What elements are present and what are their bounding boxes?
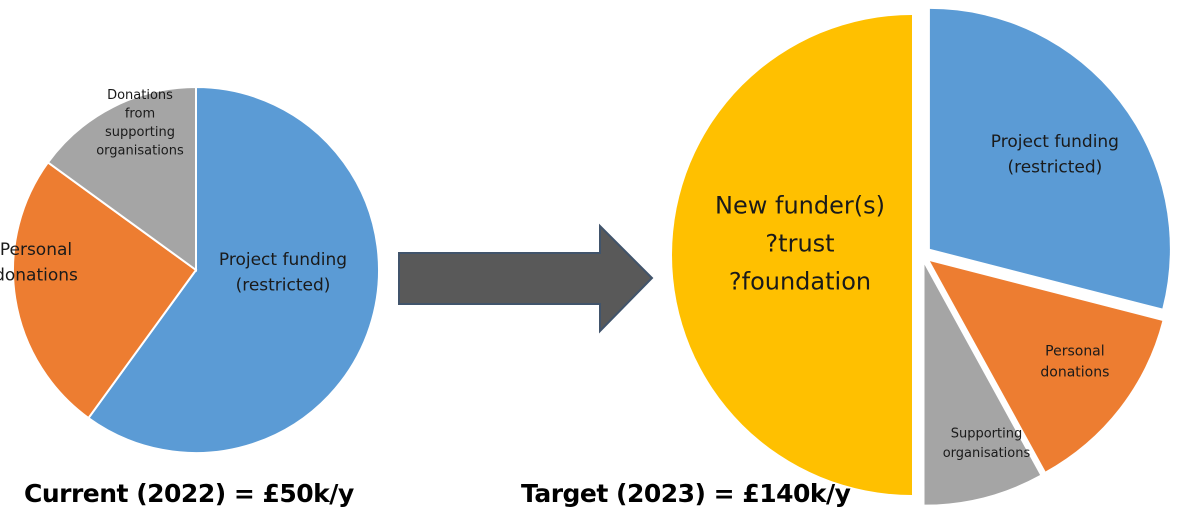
slice-label-personal-donations: Personal donations [0,240,78,286]
slice-label-line: organisations [943,446,1031,461]
caption-current: Current (2022) = £50k/y [24,479,354,508]
pie-slice-supporting-organisations [924,264,1041,505]
right-arrow-icon [398,223,654,334]
slice-label-project-funding-restricted: Project funding (restricted) [991,132,1119,178]
slice-label-line: Personal [1045,344,1105,360]
slice-label-line: Supporting [951,426,1023,441]
pie-slice-donations-from-supporting-organisations [46,85,197,272]
slice-label-line: Project funding [219,250,347,270]
slice-label-line: Project funding [991,132,1119,152]
pie-slice-project-funding-restricted [87,85,380,454]
slice-label-line: (restricted) [236,276,331,296]
slice-label-line: supporting [105,125,175,140]
slice-label-line: (restricted) [1007,158,1102,178]
slice-label-line: donations [0,266,78,286]
slice-label-new-funder-s-trust-foundation: New funder(s) ?trust ?foundation [715,191,885,295]
slice-label-personal-donations: Personal donations [1040,344,1109,381]
slice-label-project-funding-restricted: Project funding (restricted) [219,250,347,296]
slice-label-line: from [125,106,155,121]
slice-label-line: Donations [107,88,173,103]
pie-current: Project funding (restricted) Personal donat… [0,85,380,454]
caption-target: Target (2023) = £140k/y [521,479,851,508]
slice-label-line: donations [1040,365,1109,381]
slice-label-supporting-organisations: Supporting organisations [943,426,1031,461]
pie-target: Project funding (restricted) Personal donat… [672,8,1170,505]
slice-label-line: organisations [96,143,184,158]
pie-slice-project-funding-restricted [929,8,1170,309]
slice-label-line: New funder(s) [715,191,885,219]
pie-slice-new-funder-s-trust-foundation [672,15,912,495]
slice-label-line: ?foundation [729,267,871,295]
pie-slice-personal-donations [12,161,198,420]
pie-slice-personal-donations [929,261,1163,472]
slice-label-line: ?trust [765,229,834,257]
slice-label-line: Personal [0,240,72,260]
slice-label-donations-from-supporting-organisations: Donations from supporting organisations [96,88,184,159]
